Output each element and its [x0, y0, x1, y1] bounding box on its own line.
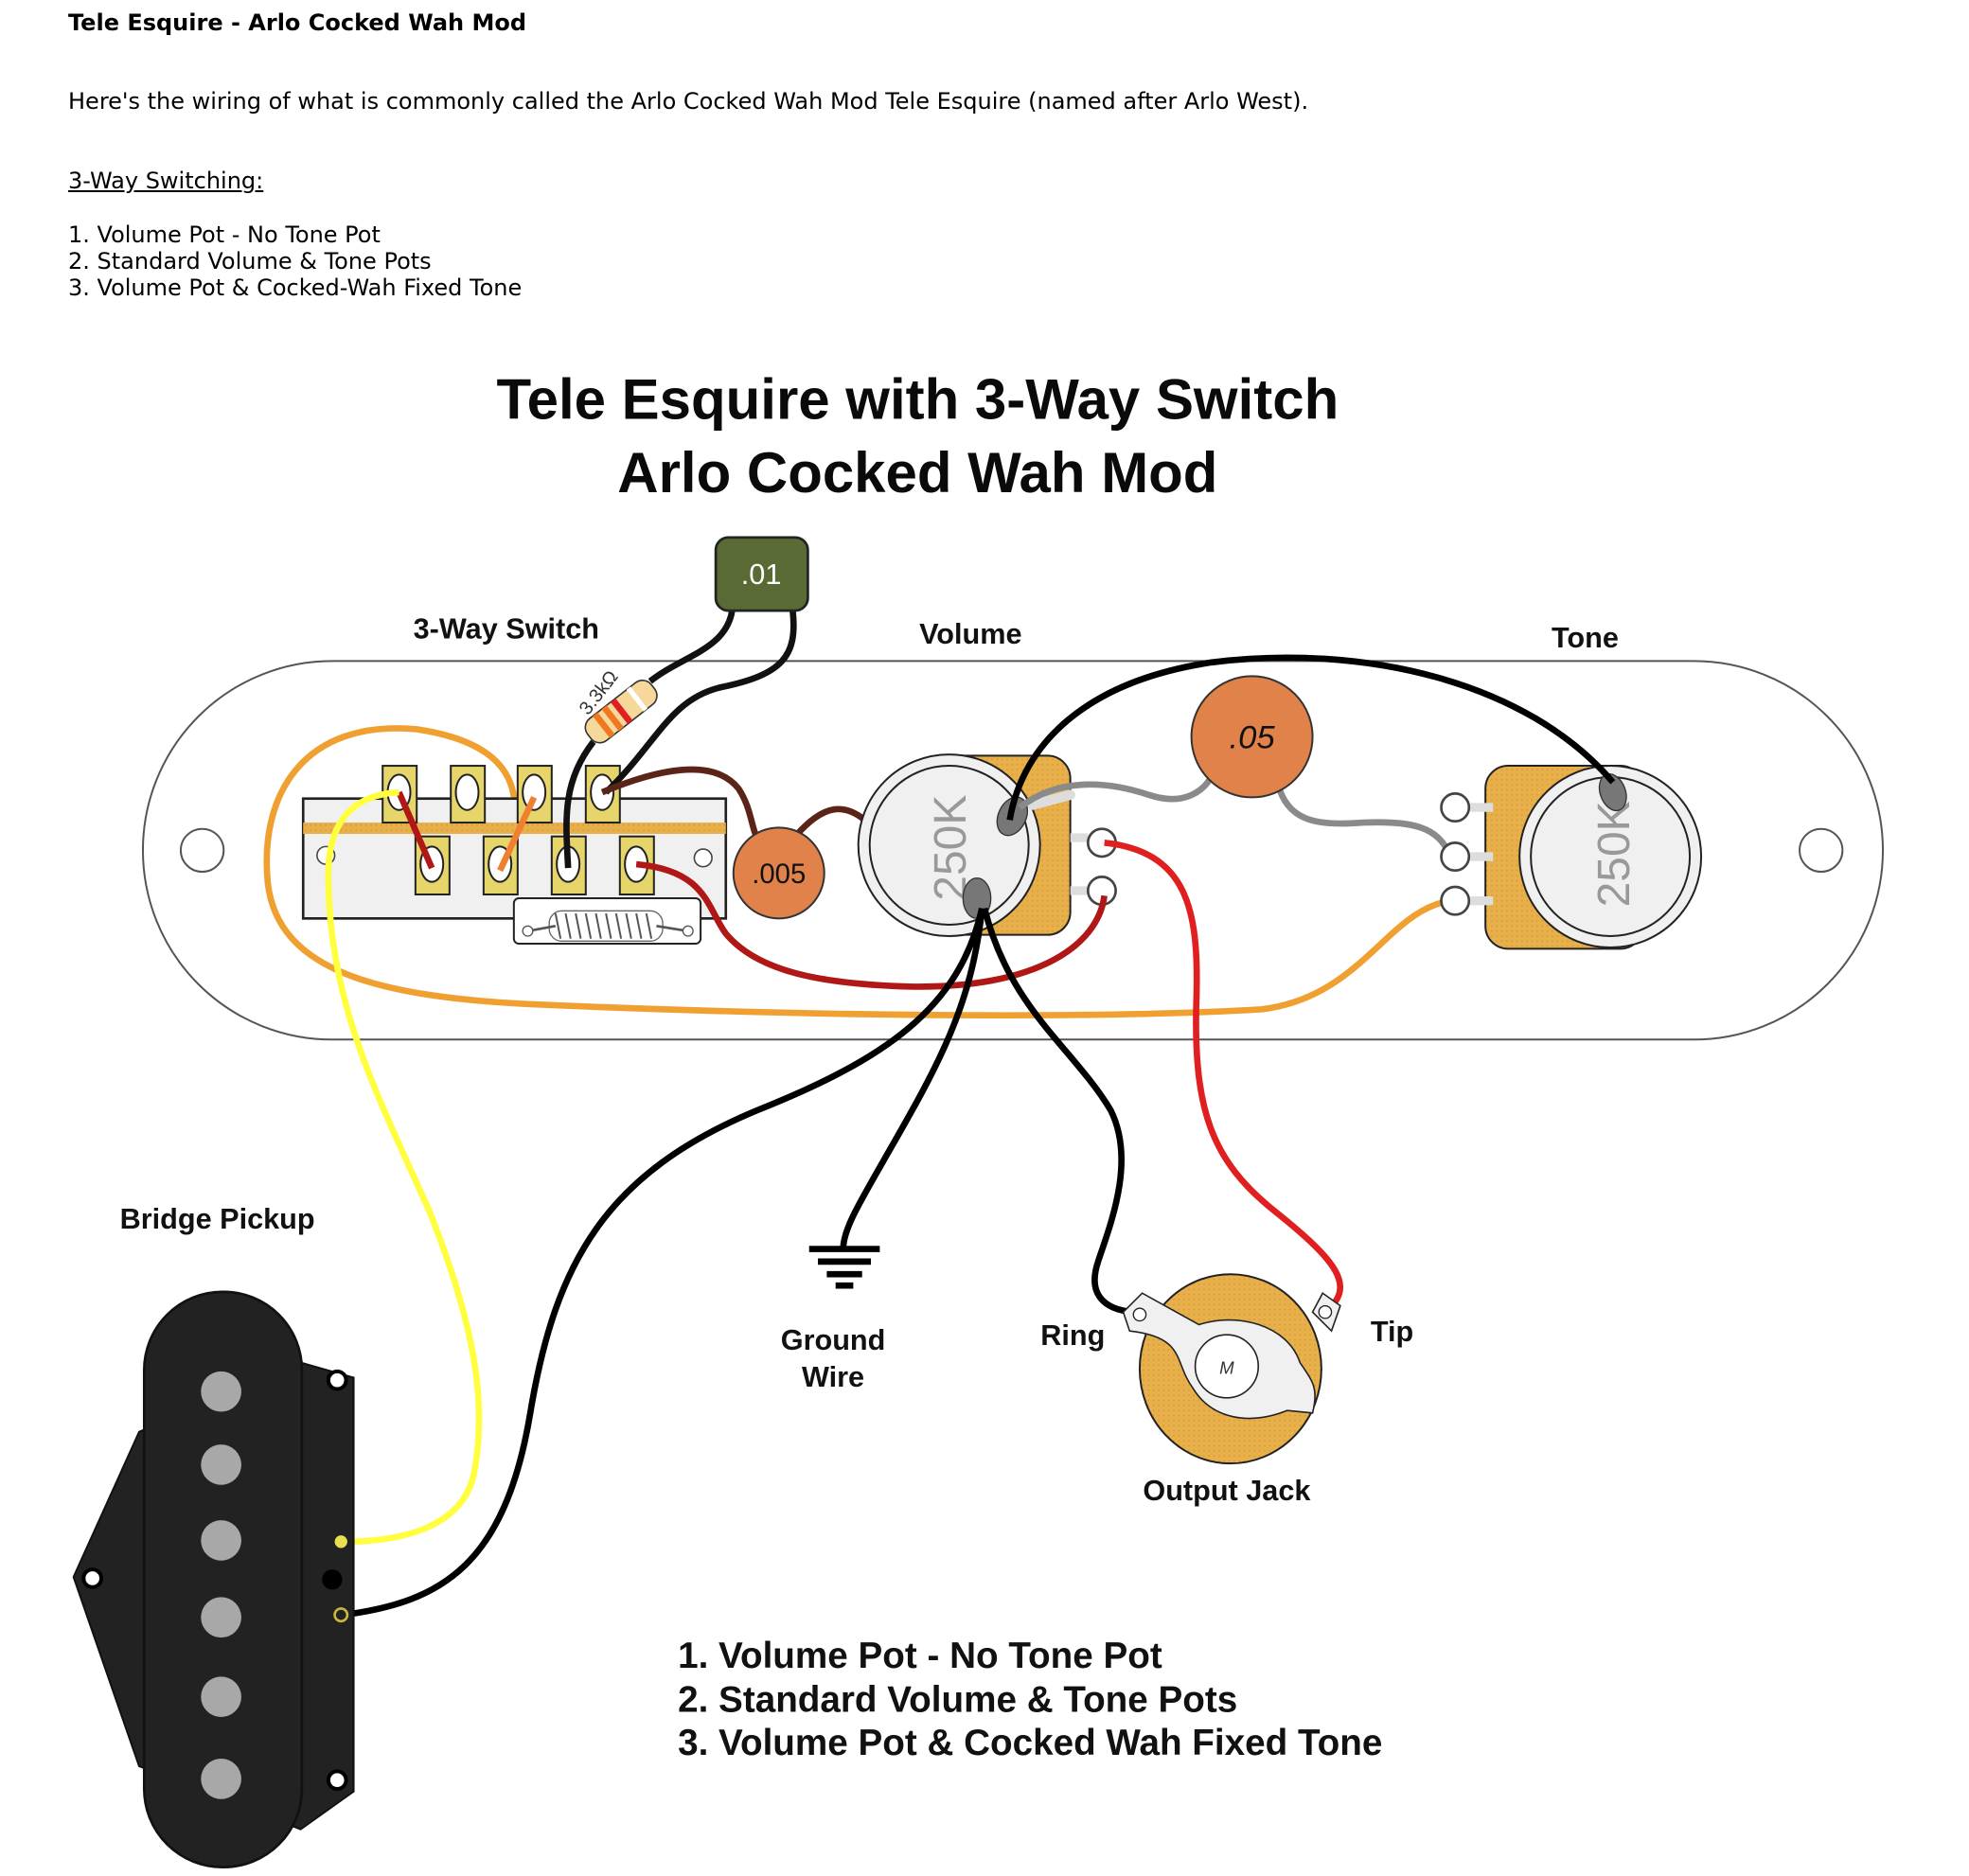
volume-label: Volume: [919, 618, 1021, 650]
switching-list: 1. Volume Pot - No Tone Pot 2. Standard …: [68, 221, 522, 301]
wire-brown-switch-cap: [600, 766, 761, 841]
tip-label: Tip: [1371, 1316, 1413, 1348]
tone-label: Tone: [1552, 622, 1619, 654]
jack-mark: M: [1219, 1358, 1234, 1378]
switching-item: 1. Volume Pot - No Tone Pot: [68, 221, 381, 248]
ring-label: Ring: [1040, 1319, 1105, 1352]
wire-black-volume-tone: [1006, 654, 1616, 821]
switch-spring: [512, 897, 702, 945]
wire-orange-jumper: [497, 795, 538, 873]
ground-label-line1: Ground: [781, 1324, 886, 1356]
wire-darkred-jumper: [396, 790, 435, 870]
diagram-title-line1: Tele Esquire with 3-Way Switch: [496, 368, 1339, 432]
volume-pot: 250K: [857, 753, 1117, 938]
three-way-switch: [301, 765, 728, 945]
wire-black-cap-resistor: [647, 610, 736, 684]
switching-item: 3. Volume Pot & Cocked-Wah Fixed Tone: [68, 274, 523, 301]
output-jack-label: Output Jack: [1143, 1475, 1311, 1507]
wire-gray-cap-tone: [1274, 781, 1455, 858]
page-title: Tele Esquire - Arlo Cocked Wah Mod: [68, 9, 527, 36]
wire-red-volume-tip: [1104, 840, 1344, 1315]
position-2: 2. Standard Volume & Tone Pots: [678, 1680, 1237, 1721]
wire-darkred-switch-volume: [635, 860, 1108, 990]
wire-black-resistor-switch: [563, 739, 596, 869]
wire-black-ground: [840, 908, 985, 1249]
cap-01: .01: [714, 536, 809, 612]
tone-pot: 250K: [1440, 765, 1703, 950]
ground-label-line2: Wire: [802, 1361, 864, 1393]
cap-005-label: .005: [752, 858, 806, 890]
output-jack: M: [1122, 1273, 1341, 1465]
switch-lugs-top: [381, 765, 621, 824]
wire-gray-volume-cap: [1018, 774, 1215, 810]
bridge-pickup-label: Bridge Pickup: [120, 1203, 315, 1235]
wire-black-ring: [981, 907, 1140, 1316]
plate-screw-hole-right: [1799, 827, 1844, 874]
position-1: 1. Volume Pot - No Tone Pot: [678, 1636, 1162, 1676]
switching-heading: 3-Way Switching:: [68, 168, 264, 194]
cap-05: .05: [1190, 675, 1314, 799]
ground-icon: [808, 1246, 880, 1289]
cap-05-label: .05: [1229, 719, 1275, 755]
tone-pot-value: 250K: [1589, 801, 1640, 907]
plate-screw-hole-left: [179, 827, 225, 874]
intro-paragraph: Here's the wiring of what is commonly ca…: [68, 88, 1309, 115]
wire-orange-loop: [263, 725, 1452, 1018]
resistor: [584, 679, 658, 744]
wire-black-pickup-ground: [343, 907, 985, 1619]
bridge-pickup: [72, 1290, 355, 1869]
cap-005: .005: [732, 826, 825, 920]
switching-item: 2. Standard Volume & Tone Pots: [68, 248, 432, 274]
wire-yellow-hot: [325, 788, 483, 1546]
switch-lugs-bottom: [414, 835, 655, 896]
switch-label: 3-Way Switch: [414, 612, 599, 645]
wire-black-cap-switch: [603, 610, 797, 795]
cap-01-label: .01: [741, 558, 782, 591]
position-3: 3. Volume Pot & Cocked Wah Fixed Tone: [678, 1723, 1382, 1763]
diagram-title-line2: Arlo Cocked Wah Mod: [617, 441, 1217, 504]
